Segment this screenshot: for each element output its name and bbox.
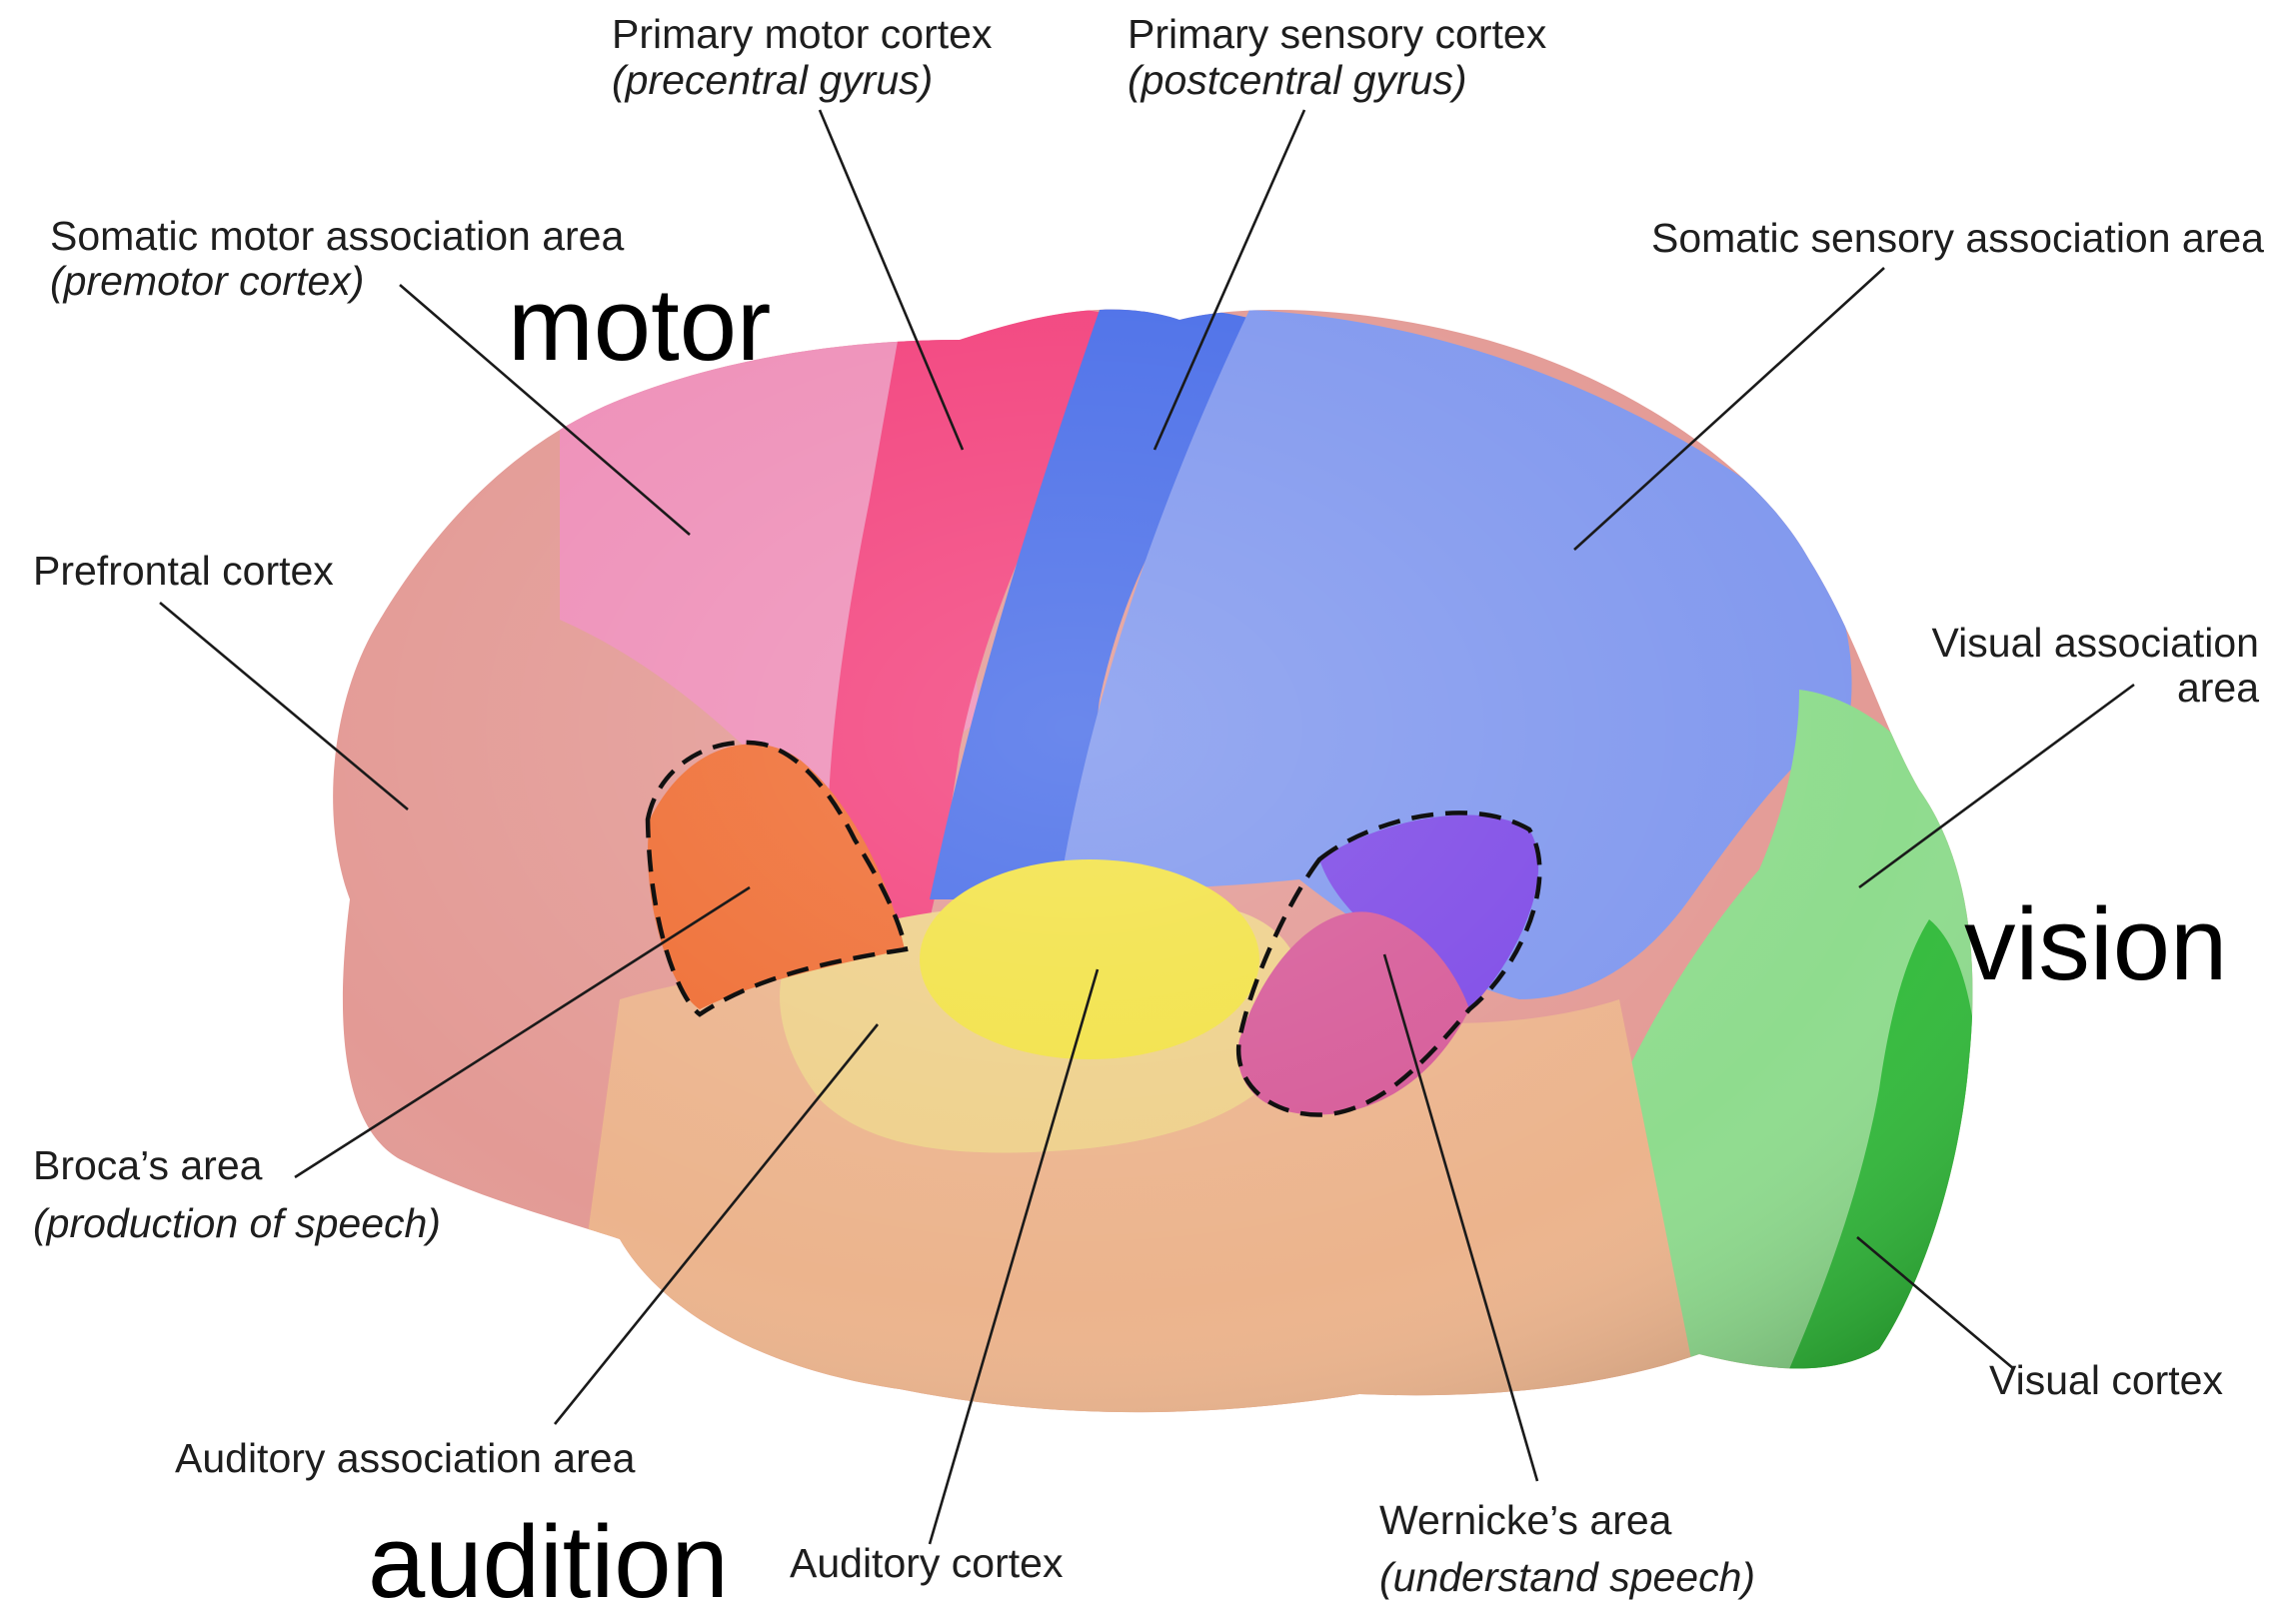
- label-primary-sensory-title: Primary sensory cortex: [1128, 11, 1547, 57]
- overlay-audition: audition: [368, 1504, 729, 1603]
- label-prefrontal: Prefrontal cortex: [33, 548, 334, 594]
- label-primary-sensory: Primary sensory cortex (postcentral gyru…: [1128, 11, 1547, 103]
- label-primary-motor: Primary motor cortex (precentral gyrus): [612, 11, 993, 103]
- label-somatic-motor-assoc-title: Somatic motor association area: [50, 213, 624, 259]
- label-visual-cortex: Visual cortex: [1989, 1357, 2223, 1403]
- label-primary-sensory-sub: (postcentral gyrus): [1128, 57, 1467, 103]
- overlay-vision: vision: [1964, 886, 2227, 1001]
- label-wernicke: Wernicke’s area (understand speech): [1379, 1497, 1755, 1600]
- label-broca: Broca’s area (production of speech): [33, 1142, 441, 1246]
- label-somatic-sensory-assoc: Somatic sensory association area: [1651, 215, 2264, 261]
- label-wernicke-title: Wernicke’s area: [1379, 1497, 1672, 1543]
- label-broca-title: Broca’s area: [33, 1142, 263, 1188]
- label-auditory-cortex: Auditory cortex: [790, 1540, 1064, 1586]
- label-primary-motor-sub: (precentral gyrus): [612, 57, 933, 103]
- brain-shading: [300, 280, 2019, 1459]
- label-wernicke-sub: (understand speech): [1379, 1554, 1755, 1600]
- brain: [300, 280, 2019, 1459]
- label-somatic-motor-assoc-sub: (premotor cortex): [50, 258, 364, 304]
- label-visual-assoc-line2: area: [2177, 665, 2259, 711]
- label-visual-assoc-line1: Visual association: [1932, 620, 2259, 666]
- label-primary-motor-title: Primary motor cortex: [612, 11, 993, 57]
- label-broca-sub: (production of speech): [33, 1200, 441, 1246]
- label-auditory-assoc: Auditory association area: [175, 1435, 636, 1481]
- label-visual-assoc: Visual association area: [1932, 620, 2260, 711]
- overlay-motor: motor: [508, 267, 771, 382]
